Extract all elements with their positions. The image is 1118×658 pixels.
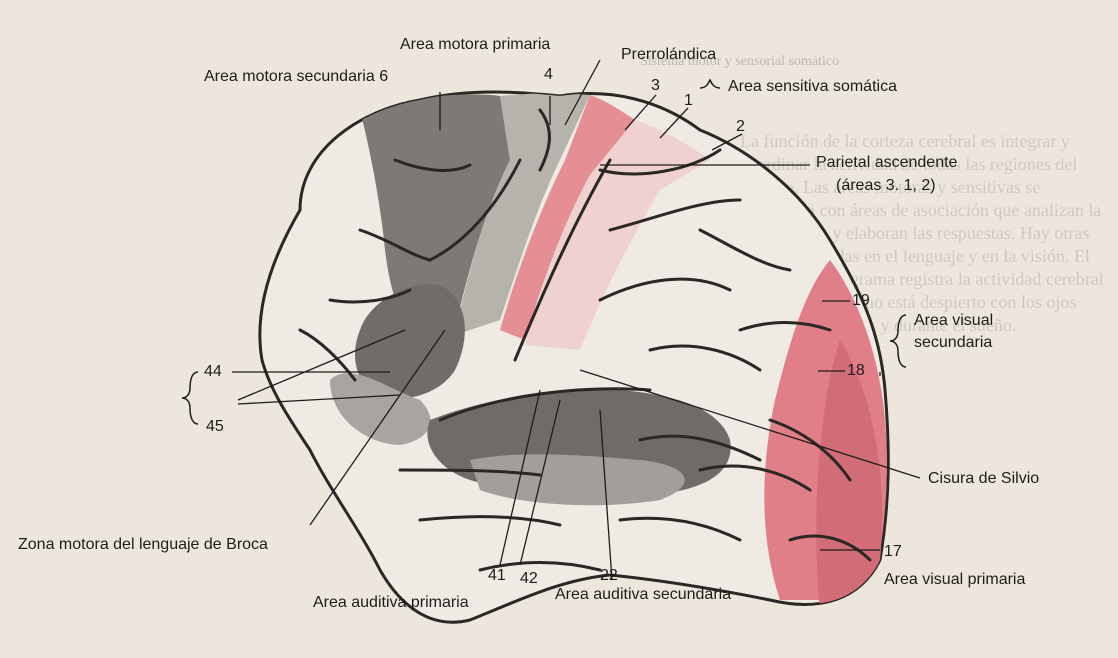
label-areas-3-1-2: (áreas 3. 1, 2) [836, 177, 936, 195]
label-area-3: 3 [651, 77, 660, 95]
label-area-4: 4 [544, 66, 553, 84]
label-area-22: 22 [600, 567, 618, 585]
label-prerrolandica: Prerrolándica [621, 46, 716, 64]
label-area-sensitiva-somatica: Area sensitiva somática [728, 78, 897, 96]
label-area-44: 44 [204, 363, 222, 381]
label-parietal-ascendente: Parietal ascendente [816, 154, 957, 172]
label-area-auditiva-primaria: Area auditiva primaria [313, 594, 469, 612]
label-cisura-silvio: Cisura de Silvio [928, 470, 1039, 488]
label-area-visual-secundaria-line1: Area visual [914, 312, 993, 330]
label-area-45: 45 [206, 418, 224, 436]
label-area-19: 19 [852, 292, 870, 310]
label-zona-broca: Zona motora del lenguaje de Broca [18, 536, 268, 554]
label-area-2: 2 [736, 118, 745, 136]
label-area-visual-secundaria-line2: secundaria [914, 334, 992, 352]
label-area-17: 17 [884, 543, 902, 561]
label-area-41: 41 [488, 567, 506, 585]
label-area-motora-primaria: Area motora primaria [400, 36, 550, 54]
label-area-42: 42 [520, 570, 538, 588]
label-area-18: 18 [847, 362, 865, 380]
label-area-visual-primaria: Area visual primaria [884, 571, 1025, 589]
label-area-1: 1 [684, 92, 693, 110]
label-area-auditiva-secundaria: Area auditiva secundaria [555, 586, 731, 604]
label-area-motora-secundaria: Area motora secundaria 6 [204, 68, 388, 86]
